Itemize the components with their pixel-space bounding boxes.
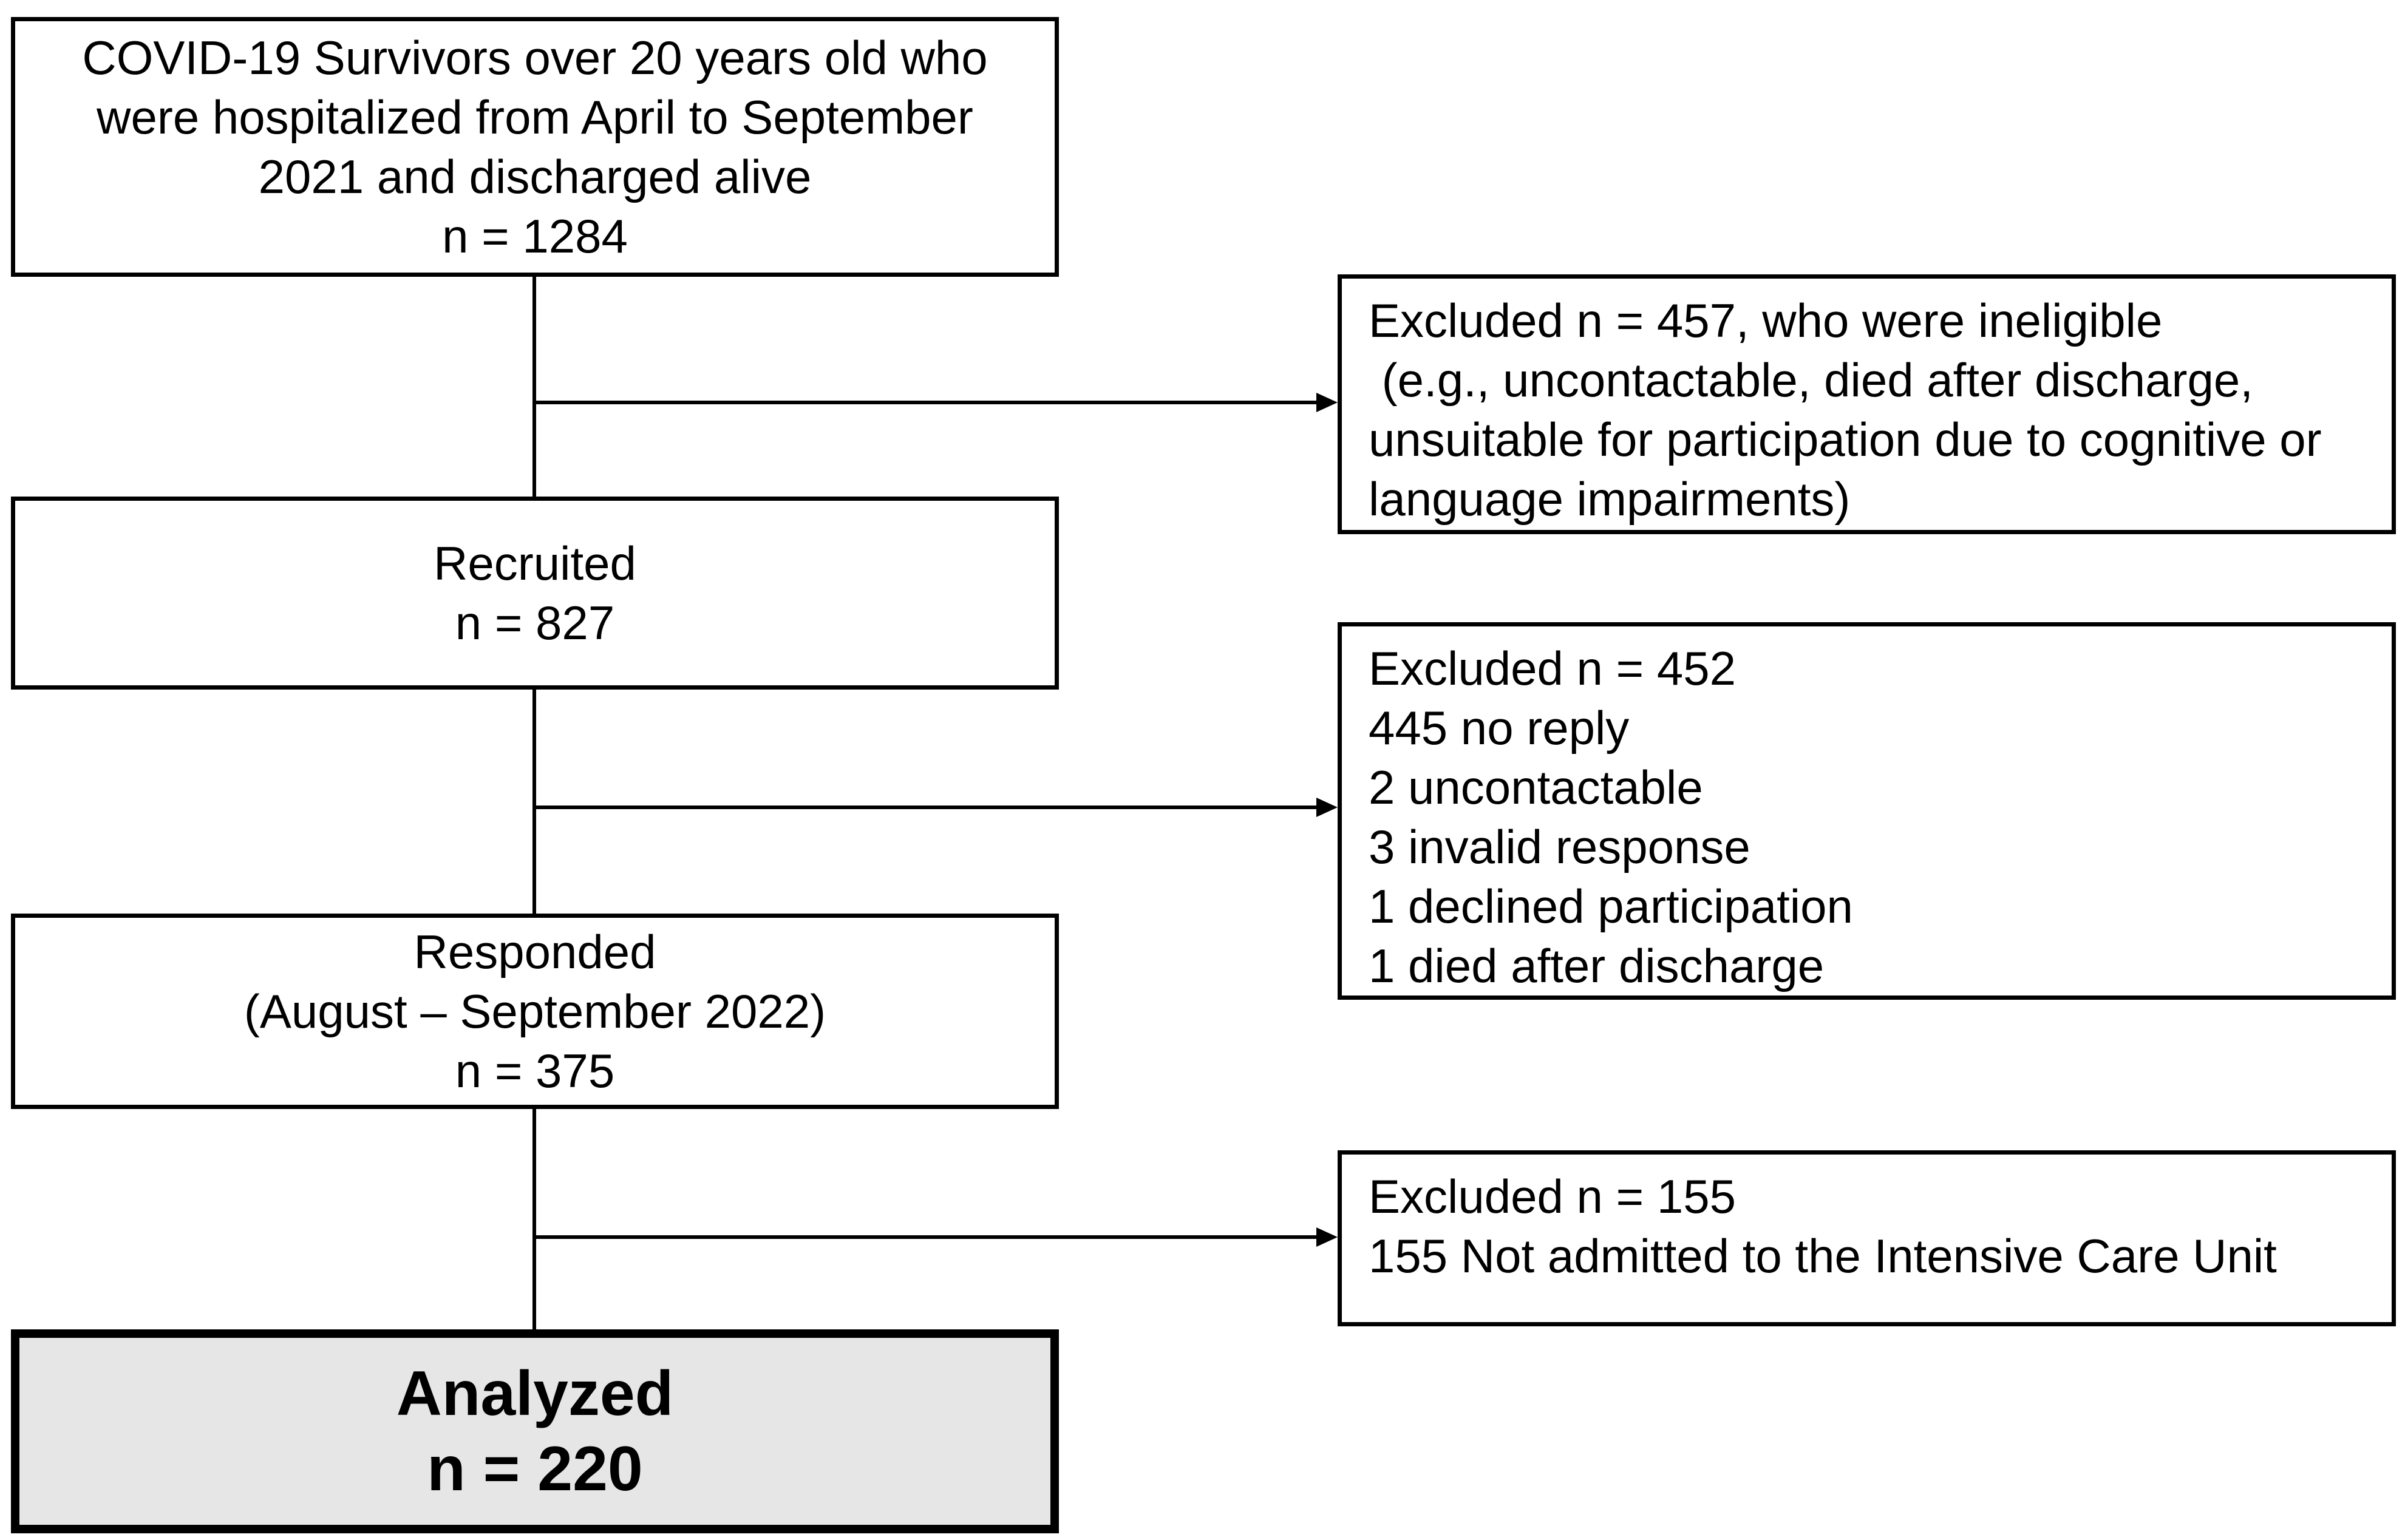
exclusion-line: 3 invalid response [1369,820,1750,873]
box-analyzed: Analyzed n = 220 [11,1329,1059,1533]
arrowhead-icon [1316,393,1338,412]
box-text-line: COVID-19 Survivors over 20 years old who [82,31,988,84]
box-title: Responded [413,925,656,979]
box-title: Recruited [434,537,636,590]
exclusion-line: unsuitable for participation due to cogn… [1369,413,2322,466]
box-excluded-non-icu: Excluded n = 155 155 Not admitted to the… [1338,1150,2396,1326]
box-recruited: Recruited n = 827 [11,497,1059,690]
box-text-line: (August – September 2022) [243,985,826,1038]
exclusion-title: Excluded n = 452 [1369,642,1736,695]
exclusion-line: (e.g., uncontactable, died after dischar… [1369,353,2253,407]
box-excluded-ineligible: Excluded n = 457, who were ineligible (e… [1338,274,2396,534]
box-excluded-nonresponse: Excluded n = 452 445 no reply 2 uncontac… [1338,622,2396,1000]
box-count: n = 827 [455,596,615,650]
box-responded: Responded (August – September 2022) n = … [11,914,1059,1109]
box-eligible-survivors: COVID-19 Survivors over 20 years old who… [11,17,1059,277]
exclusion-line: 1 died after discharge [1369,939,1825,992]
exclusion-line: 155 Not admitted to the Intensive Care U… [1369,1229,2277,1283]
box-text-line: 2021 and discharged alive [258,150,812,203]
exclusion-line: 445 no reply [1369,701,1630,755]
exclusion-title: Excluded n = 155 [1369,1170,1736,1223]
exclusion-title: Excluded n = 457, who were ineligible [1369,294,2163,347]
exclusion-line: language impairments) [1369,472,1851,526]
arrowhead-icon [1316,798,1338,817]
exclusion-line: 1 declined participation [1369,880,1853,933]
box-count: n = 220 [427,1434,643,1504]
box-text-line: were hospitalized from April to Septembe… [97,90,973,144]
box-count: n = 1284 [442,209,628,263]
box-count: n = 375 [455,1044,615,1097]
box-title: Analyzed [396,1359,674,1429]
arrowhead-icon [1316,1227,1338,1247]
exclusion-line: 2 uncontactable [1369,761,1703,814]
